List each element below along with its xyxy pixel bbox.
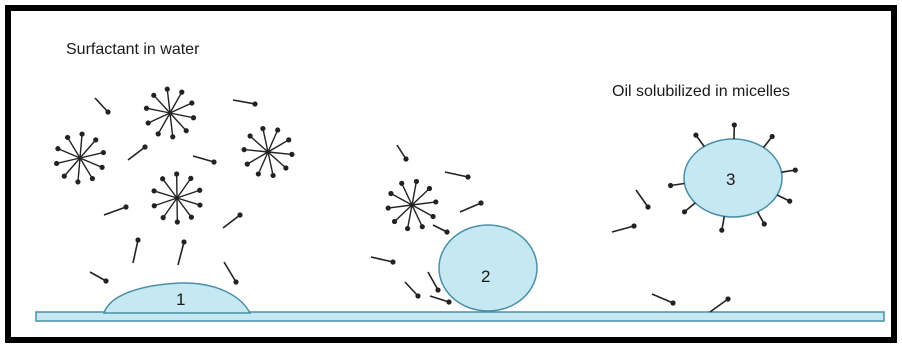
droplet-1-label: 1 bbox=[176, 290, 185, 309]
droplet-3-label: 3 bbox=[726, 170, 735, 189]
droplet-2-label: 2 bbox=[481, 267, 490, 286]
label-oil-solubilized: Oil solubilized in micelles bbox=[612, 83, 790, 100]
label-surfactant-in-water: Surfactant in water bbox=[66, 41, 200, 58]
